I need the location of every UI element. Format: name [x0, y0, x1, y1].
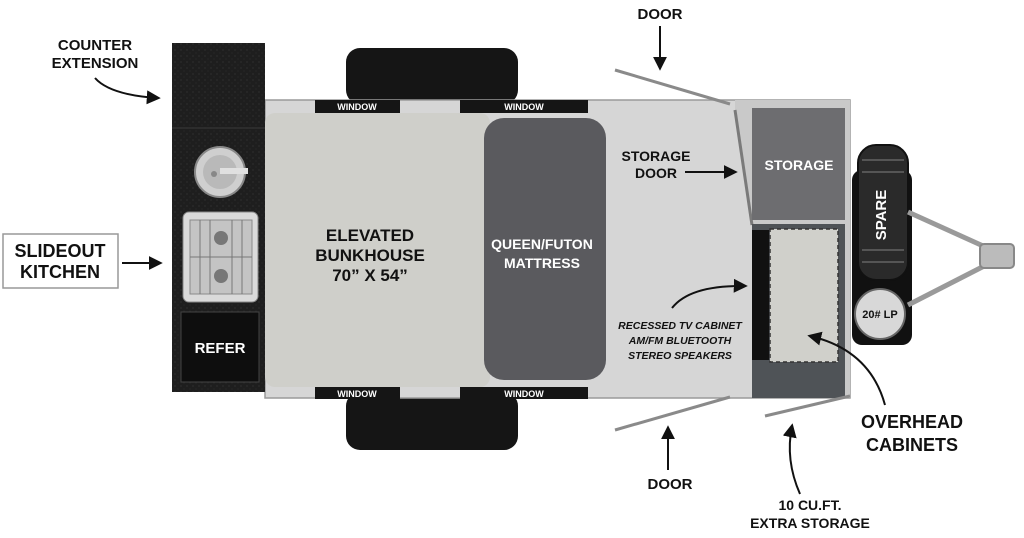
- overhead-cabinets-arrow: [807, 331, 886, 406]
- window-bottom-left: WINDOW: [315, 387, 400, 399]
- slideout-kitchen-label: SLIDEOUT KITCHEN: [2, 233, 119, 289]
- svg-text:WINDOW: WINDOW: [337, 102, 377, 112]
- svg-text:STORAGE: STORAGE: [765, 157, 834, 173]
- tire-top: [346, 48, 518, 104]
- front-storage: STORAGE: [752, 108, 845, 220]
- stove-icon: [182, 211, 259, 303]
- extra-storage-label-2: EXTRA STORAGE: [750, 515, 870, 531]
- window-bottom-right: WINDOW: [460, 387, 588, 399]
- tv-cabinet-label-1: RECESSED TV CABINET: [618, 320, 743, 332]
- door-line-bottom: [614, 395, 731, 432]
- svg-text:WINDOW: WINDOW: [504, 389, 544, 399]
- window-top-right: WINDOW: [460, 100, 588, 113]
- tv-cabinet-arrow: [671, 278, 748, 309]
- extra-storage-label-1: 10 CU.FT.: [778, 497, 841, 513]
- svg-text:WINDOW: WINDOW: [504, 102, 544, 112]
- tv-cabinet-label-2: AM/FM BLUETOOTH: [628, 335, 732, 347]
- svg-text:SLIDEOUT: SLIDEOUT: [14, 241, 105, 261]
- door-bottom-label: DOOR: [648, 476, 693, 493]
- svg-text:70” X 54”: 70” X 54”: [332, 266, 408, 285]
- queen-futon-mattress: QUEEN/FUTON MATTRESS: [484, 118, 606, 380]
- door-line-top: [614, 68, 731, 106]
- tire-bottom: [346, 392, 518, 450]
- storage-door-line: [764, 394, 851, 418]
- door-top-label: DOOR: [638, 6, 683, 23]
- svg-text:WINDOW: WINDOW: [337, 389, 377, 399]
- sink-icon: [194, 146, 248, 198]
- window-top-left: WINDOW: [315, 100, 400, 113]
- svg-text:KITCHEN: KITCHEN: [20, 262, 100, 282]
- tv-cabinet-label-3: STEREO SPEAKERS: [628, 350, 732, 362]
- trailer-tongue: [906, 209, 1015, 308]
- svg-text:ELEVATED: ELEVATED: [326, 226, 414, 245]
- svg-text:REFER: REFER: [195, 340, 246, 357]
- svg-text:20# LP: 20# LP: [862, 309, 897, 321]
- refrigerator: REFER: [180, 311, 260, 383]
- counter-extension-arrow: [94, 77, 161, 105]
- svg-text:QUEEN/FUTON: QUEEN/FUTON: [491, 236, 593, 252]
- svg-text:BUNKHOUSE: BUNKHOUSE: [315, 246, 425, 265]
- lp-tank-icon: 20# LP: [854, 288, 906, 340]
- overhead-cabinets: [769, 228, 839, 363]
- counter-extension-label-2: EXTENSION: [52, 55, 139, 72]
- extra-storage-arrow: [782, 423, 801, 495]
- storage-door-label-1: STORAGE: [622, 148, 691, 164]
- storage-door-label-2: DOOR: [635, 165, 677, 181]
- overhead-cabinets-label-1: OVERHEAD: [861, 412, 963, 432]
- svg-text:MATTRESS: MATTRESS: [504, 255, 580, 271]
- counter-extension-label-1: COUNTER: [58, 37, 132, 54]
- svg-text:SPARE: SPARE: [873, 190, 890, 241]
- elevated-bunkhouse: ELEVATED BUNKHOUSE 70” X 54”: [265, 113, 490, 387]
- overhead-cabinets-label-2: CABINETS: [866, 435, 958, 455]
